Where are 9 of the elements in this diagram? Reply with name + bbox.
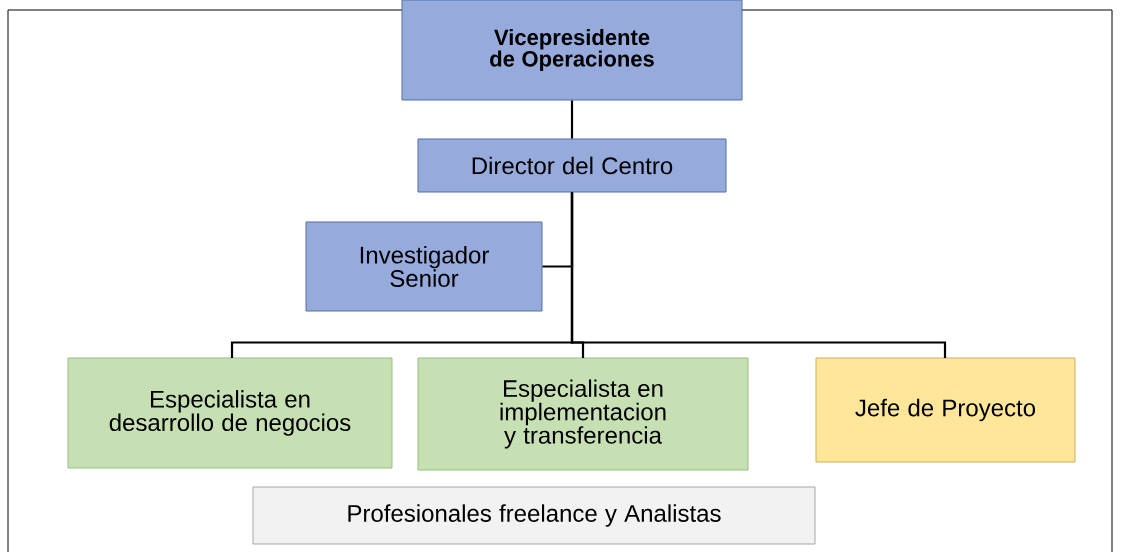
role-box: Jefe de Proyecto bbox=[815, 357, 1076, 463]
connector bbox=[570, 100, 574, 139]
connector bbox=[570, 192, 947, 358]
role-box: Profesionales freelance y Analistas bbox=[252, 486, 816, 545]
role-box: Especialista en implementacion y transferencia bbox=[417, 357, 749, 471]
title-box: Investigador Senior bbox=[305, 221, 543, 312]
title-box: Vicepresidente de Operaciones bbox=[401, 0, 743, 101]
title-box: Director del Centro bbox=[417, 138, 727, 193]
role-box: Especialista en desarrollo de negocios bbox=[67, 357, 393, 469]
